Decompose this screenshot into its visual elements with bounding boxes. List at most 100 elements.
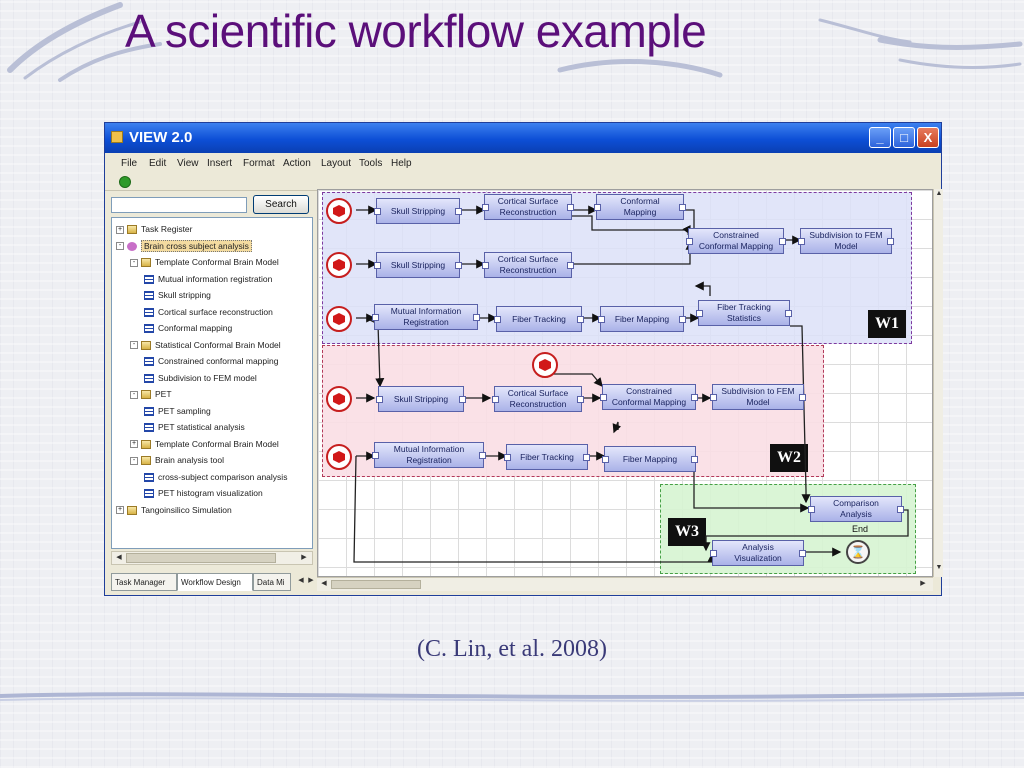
scroll-left-icon[interactable]: ◀ bbox=[116, 554, 122, 561]
expand-icon[interactable]: + bbox=[116, 225, 124, 234]
tree-item-label: PET bbox=[155, 389, 172, 399]
workflow-node-subdivision-fem[interactable]: Subdivision to FEM Model bbox=[710, 384, 806, 410]
workflow-node-analysis-visualization[interactable]: Analysis Visualization bbox=[710, 540, 806, 566]
menu-edit[interactable]: Edit bbox=[149, 158, 167, 169]
menu-help[interactable]: Help bbox=[391, 158, 412, 169]
collapse-icon[interactable]: - bbox=[130, 456, 138, 465]
task-tree[interactable]: +Task Register -Brain cross subject analy… bbox=[111, 217, 313, 549]
doc-icon bbox=[144, 406, 154, 416]
search-button[interactable]: Search bbox=[253, 195, 309, 214]
collapse-icon[interactable]: - bbox=[116, 242, 124, 251]
tree-item[interactable]: -Brain analysis tool bbox=[130, 453, 224, 467]
expand-icon[interactable]: + bbox=[116, 506, 124, 515]
workflow-node-fiber-mapping[interactable]: Fiber Mapping bbox=[602, 446, 698, 472]
workflow-node-conformal-mapping[interactable]: Conformal Mapping bbox=[594, 194, 686, 220]
tab-scroll-left-icon[interactable]: ◀ bbox=[298, 577, 304, 584]
scroll-right-icon[interactable]: ▶ bbox=[920, 580, 926, 587]
scroll-down-icon[interactable]: ▼ bbox=[935, 564, 943, 571]
maximize-button[interactable]: □ bbox=[893, 127, 915, 148]
tab-task-manager[interactable]: Task Manager bbox=[111, 573, 177, 591]
workflow-node-constrained-conformal-mapping[interactable]: Constrained Conformal Mapping bbox=[686, 228, 786, 254]
menu-view[interactable]: View bbox=[177, 158, 199, 169]
tree-horizontal-scrollbar[interactable]: ◀ ▶ bbox=[111, 551, 313, 565]
doc-icon bbox=[144, 373, 154, 383]
scroll-left-icon[interactable]: ◀ bbox=[321, 580, 327, 587]
workflow-node-cortical-surface-reconstruction[interactable]: Cortical Surface Reconstruction bbox=[482, 194, 574, 220]
workflow-node-skull-stripping[interactable]: Skull Stripping bbox=[374, 252, 462, 278]
data-source-node[interactable] bbox=[326, 252, 352, 278]
tree-item[interactable]: PET sampling bbox=[144, 404, 211, 418]
workflow-node-comparison-analysis[interactable]: Comparison Analysis bbox=[808, 496, 904, 522]
tree-item[interactable]: +Tangoinsilico Simulation bbox=[116, 503, 232, 517]
tree-item[interactable]: - Statistical Conformal Brain Model bbox=[130, 338, 281, 352]
footer-swoosh-decoration bbox=[0, 692, 1024, 702]
menu-format[interactable]: Format bbox=[243, 158, 275, 169]
minimize-button[interactable]: _ bbox=[869, 127, 891, 148]
workflow-node-mutual-information-registration[interactable]: Mutual Information Registration bbox=[372, 442, 486, 468]
data-source-node[interactable] bbox=[532, 352, 558, 378]
data-source-node[interactable] bbox=[326, 444, 352, 470]
workflow-node-fiber-tracking[interactable]: Fiber Tracking bbox=[504, 444, 590, 470]
menu-action[interactable]: Action bbox=[283, 158, 311, 169]
tree-item[interactable]: Conformal mapping bbox=[144, 321, 232, 335]
tab-scroll-right-icon[interactable]: ▶ bbox=[308, 577, 314, 584]
expand-icon[interactable]: + bbox=[130, 440, 138, 449]
tree-item[interactable]: Cortical surface reconstruction bbox=[144, 305, 273, 319]
menu-file[interactable]: File bbox=[121, 158, 138, 169]
tree-item[interactable]: Subdivision to FEM model bbox=[144, 371, 257, 385]
tree-item[interactable]: PET statistical analysis bbox=[144, 420, 245, 434]
tree-item-label: Statistical Conformal Brain Model bbox=[155, 339, 281, 350]
tree-item[interactable]: - PET bbox=[130, 387, 172, 401]
tree-item-label: PET statistical analysis bbox=[158, 422, 245, 432]
scroll-right-icon[interactable]: ▶ bbox=[301, 554, 307, 561]
folder-icon bbox=[141, 258, 151, 268]
scrollbar-thumb[interactable] bbox=[331, 580, 421, 589]
tree-item[interactable]: -Brain cross subject analysis bbox=[116, 239, 252, 253]
tab-workflow-design[interactable]: Workflow Design bbox=[177, 573, 253, 591]
search-input[interactable] bbox=[111, 197, 247, 213]
workflow-node-mutual-information-registration[interactable]: Mutual Information Registration bbox=[372, 304, 480, 330]
tab-data-mining[interactable]: Data Mi bbox=[253, 573, 291, 591]
window-titlebar[interactable]: VIEW 2.0 _ □ X bbox=[105, 123, 941, 153]
tree-item[interactable]: cross-subject comparison analysis bbox=[144, 470, 287, 484]
data-source-node[interactable] bbox=[326, 198, 352, 224]
workflow-node-constrained-conformal-mapping[interactable]: Constrained Conformal Mapping bbox=[600, 384, 698, 410]
run-icon[interactable] bbox=[119, 176, 131, 188]
data-source-node[interactable] bbox=[326, 386, 352, 412]
tree-item[interactable]: Mutual information registration bbox=[144, 272, 272, 286]
hourglass-end-icon[interactable]: ⌛ bbox=[846, 540, 870, 564]
citation: (C. Lin, et al. 2008) bbox=[417, 636, 607, 662]
tree-item[interactable]: PET histogram visualization bbox=[144, 486, 263, 500]
collapse-icon[interactable]: - bbox=[130, 258, 138, 267]
menu-insert[interactable]: Insert bbox=[207, 158, 233, 169]
data-source-node[interactable] bbox=[326, 306, 352, 332]
scroll-up-icon[interactable]: ▲ bbox=[935, 190, 943, 197]
tree-item[interactable]: - Template Conformal Brain Model bbox=[130, 255, 279, 269]
tree-item[interactable]: Constrained conformal mapping bbox=[144, 354, 278, 368]
tree-item[interactable]: +Template Conformal Brain Model bbox=[130, 437, 279, 451]
workflow-canvas[interactable]: W1 W2 W3 bbox=[317, 189, 933, 577]
canvas-vertical-scrollbar[interactable]: ▲ ▼ bbox=[933, 189, 943, 577]
tree-item-label: Subdivision to FEM model bbox=[158, 372, 257, 383]
scrollbar-thumb[interactable] bbox=[126, 553, 276, 563]
workflow-node-cortical-surface-reconstruction[interactable]: Cortical Surface Reconstruction bbox=[482, 252, 574, 278]
workflow-node-fiber-tracking-statistics[interactable]: Fiber Tracking Statistics bbox=[696, 300, 792, 326]
workflow-node-skull-stripping[interactable]: Skull Stripping bbox=[376, 386, 466, 412]
collapse-icon[interactable]: - bbox=[130, 390, 138, 399]
workflow-node-cortical-surface-reconstruction[interactable]: Cortical Surface Reconstruction bbox=[492, 386, 584, 412]
menu-tools[interactable]: Tools bbox=[359, 158, 383, 169]
window-title: VIEW 2.0 bbox=[129, 129, 193, 146]
collapse-icon[interactable]: - bbox=[130, 341, 138, 350]
tree-item-label: Cortical surface reconstruction bbox=[158, 306, 273, 317]
tree-item[interactable]: Skull stripping bbox=[144, 288, 211, 302]
menu-layout[interactable]: Layout bbox=[321, 158, 352, 169]
close-button[interactable]: X bbox=[917, 127, 939, 148]
cube-icon bbox=[333, 313, 345, 325]
tree-item-label: Template Conformal Brain Model bbox=[155, 257, 279, 267]
workflow-node-fiber-tracking[interactable]: Fiber Tracking bbox=[494, 306, 584, 332]
tree-item[interactable]: +Task Register bbox=[116, 222, 193, 236]
canvas-horizontal-scrollbar[interactable]: ◀ ▶ bbox=[317, 577, 933, 591]
workflow-node-skull-stripping[interactable]: Skull Stripping bbox=[374, 198, 462, 224]
workflow-node-subdivision-fem[interactable]: Subdivision to FEM Model bbox=[798, 228, 894, 254]
workflow-node-fiber-mapping[interactable]: Fiber Mapping bbox=[598, 306, 686, 332]
